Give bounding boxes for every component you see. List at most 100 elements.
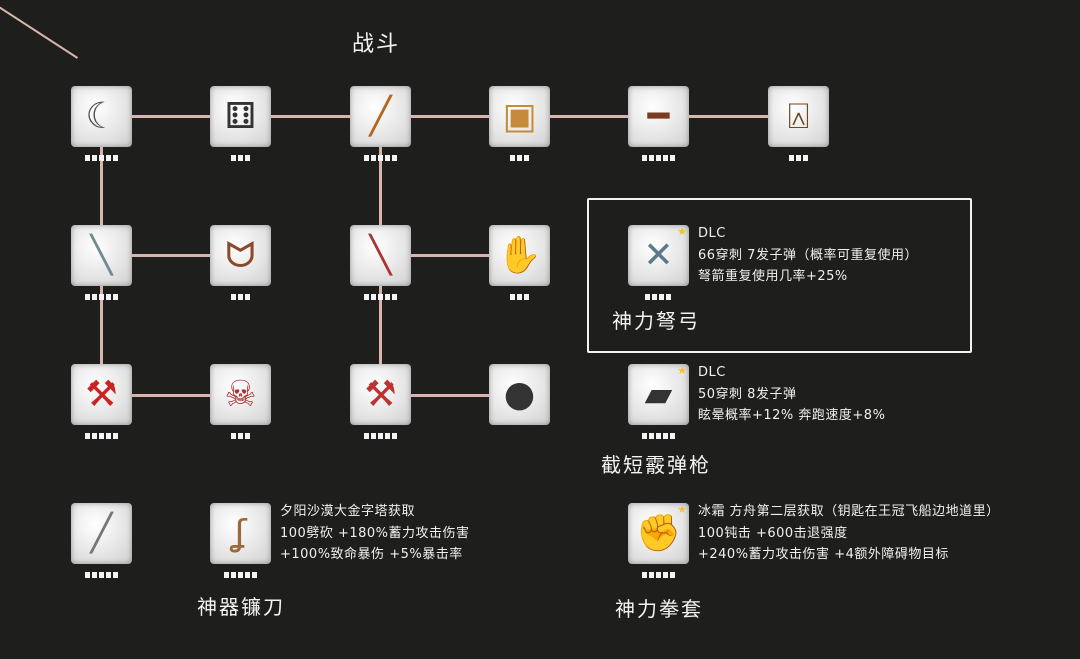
weapon-stat-line: 100钝击 +600击退强度 xyxy=(698,525,848,541)
level-pip xyxy=(648,433,654,439)
fire-axe-weapon-slot[interactable]: ⚒ xyxy=(71,364,132,425)
upgrade-level-pips xyxy=(230,294,250,300)
weapon-stat-line: 眩晕概率+12% 奔跑速度+8% xyxy=(698,408,886,423)
level-pip xyxy=(523,155,529,161)
level-pip xyxy=(370,433,376,439)
level-pip xyxy=(251,572,257,578)
baseball-bat-weapon-slot[interactable]: ╱ xyxy=(350,86,411,147)
connector-line xyxy=(131,394,211,397)
weapon-stat-line: 100劈砍 +180%蓄力攻击伤害 xyxy=(280,525,470,541)
upgrade-level-pips xyxy=(84,155,118,161)
upgrade-level-pips xyxy=(641,155,675,161)
upgrade-level-pips xyxy=(509,155,529,161)
level-pip xyxy=(237,155,243,161)
skull-weapon-slot[interactable]: ☠ xyxy=(210,364,271,425)
weapon-stat-line: 夕阳沙漠大金字塔获取 xyxy=(280,504,416,519)
dice-icon: ⚅ xyxy=(224,95,257,137)
level-pip xyxy=(384,433,390,439)
level-pip xyxy=(391,294,397,300)
level-pip xyxy=(370,155,376,161)
level-pip xyxy=(105,433,111,439)
section-title: 战斗 xyxy=(352,32,401,57)
level-pip xyxy=(662,572,668,578)
level-pip xyxy=(384,294,390,300)
connector-line xyxy=(410,254,490,257)
level-pip xyxy=(645,294,650,300)
level-pip xyxy=(84,433,90,439)
weapon-stat-line: 66穿刺 7发子弹（概率可重复使用） xyxy=(698,247,918,263)
artifact-scythe-weapon-slot[interactable]: ʆ xyxy=(210,503,271,564)
level-pip xyxy=(237,433,243,439)
level-pip xyxy=(112,294,118,300)
sickle-icon: ☾ xyxy=(85,95,118,137)
trading-card-weapon-slot[interactable]: ▣ xyxy=(489,86,550,147)
level-pip xyxy=(363,155,369,161)
level-pip xyxy=(666,294,671,300)
level-pip xyxy=(384,155,390,161)
level-pip xyxy=(84,294,90,300)
star-icon: ★ xyxy=(677,503,687,516)
level-pip xyxy=(223,572,229,578)
upgrade-level-pips xyxy=(645,294,671,300)
upgrade-level-pips xyxy=(641,433,675,439)
level-pip xyxy=(641,155,647,161)
cowbell-weapon-slot[interactable]: ⍓ xyxy=(768,86,829,147)
connector-line xyxy=(131,254,211,257)
level-pip xyxy=(391,433,397,439)
level-pip xyxy=(662,155,668,161)
upgrade-level-pips xyxy=(230,433,250,439)
upgrade-level-pips xyxy=(84,572,118,578)
weapon-stat-line: +240%蓄力攻击伤害 +4额外障碍物目标 xyxy=(698,547,949,562)
level-pip xyxy=(669,433,675,439)
machete-icon: ╲ xyxy=(90,234,113,276)
sickle-weapon-slot[interactable]: ☾ xyxy=(71,86,132,147)
level-pip xyxy=(648,155,654,161)
level-pip xyxy=(237,572,243,578)
level-pip xyxy=(230,155,236,161)
upgrade-level-pips xyxy=(223,572,257,578)
rifle-weapon-slot[interactable]: ━ xyxy=(628,86,689,147)
upgrade-level-pips xyxy=(84,294,118,300)
level-pip xyxy=(112,155,118,161)
machete-weapon-slot[interactable]: ╲ xyxy=(71,225,132,286)
skull-icon: ☠ xyxy=(224,373,257,415)
bandaged-hand-weapon-slot[interactable]: ✋ xyxy=(489,225,550,286)
katana-weapon-slot[interactable]: ╱ xyxy=(71,503,132,564)
sledgehammer-weapon-slot[interactable]: ⚒ xyxy=(350,364,411,425)
dice-weapon-slot[interactable]: ⚅ xyxy=(210,86,271,147)
power-fist-weapon-slot[interactable]: ✊★ xyxy=(628,503,689,564)
level-pip xyxy=(648,572,654,578)
crossbow-icon: ✕ xyxy=(643,234,674,276)
star-icon: ★ xyxy=(677,364,687,377)
level-pip xyxy=(516,155,522,161)
upgrade-level-pips xyxy=(509,294,529,300)
level-pip xyxy=(91,572,97,578)
sawed-off-shotgun-weapon-slot[interactable]: ▰★ xyxy=(628,364,689,425)
level-pip xyxy=(230,294,236,300)
level-pip xyxy=(98,433,104,439)
upgrade-level-pips xyxy=(230,155,250,161)
level-pip xyxy=(516,294,522,300)
connector-line xyxy=(131,115,769,118)
level-pip xyxy=(230,433,236,439)
pipe-wrench-weapon-slot[interactable]: ╲ xyxy=(350,225,411,286)
level-pip xyxy=(795,155,801,161)
level-pip xyxy=(641,572,647,578)
level-pip xyxy=(91,294,97,300)
trading-card-icon: ▣ xyxy=(502,95,537,137)
rifle-icon: ━ xyxy=(647,95,670,137)
artifact-scythe-icon: ʆ xyxy=(234,512,247,554)
level-pip xyxy=(84,572,90,578)
weapon-stat-line: 冰霜 方舟第二层获取（钥匙在王冠飞船边地道里） xyxy=(698,504,1000,519)
crossbow-weapon-slot[interactable]: ✕★ xyxy=(628,225,689,286)
upgrade-level-pips xyxy=(363,433,397,439)
katana-icon: ╱ xyxy=(90,512,113,554)
drill-weapon-slot[interactable]: ● xyxy=(489,364,550,425)
weapon-name: 截短霰弹枪 xyxy=(601,453,711,477)
level-pip xyxy=(244,572,250,578)
level-pip xyxy=(662,433,668,439)
star-icon: ★ xyxy=(677,225,687,238)
level-pip xyxy=(237,294,243,300)
level-pip xyxy=(98,572,104,578)
claw-weapon-slot[interactable]: ᗢ xyxy=(210,225,271,286)
